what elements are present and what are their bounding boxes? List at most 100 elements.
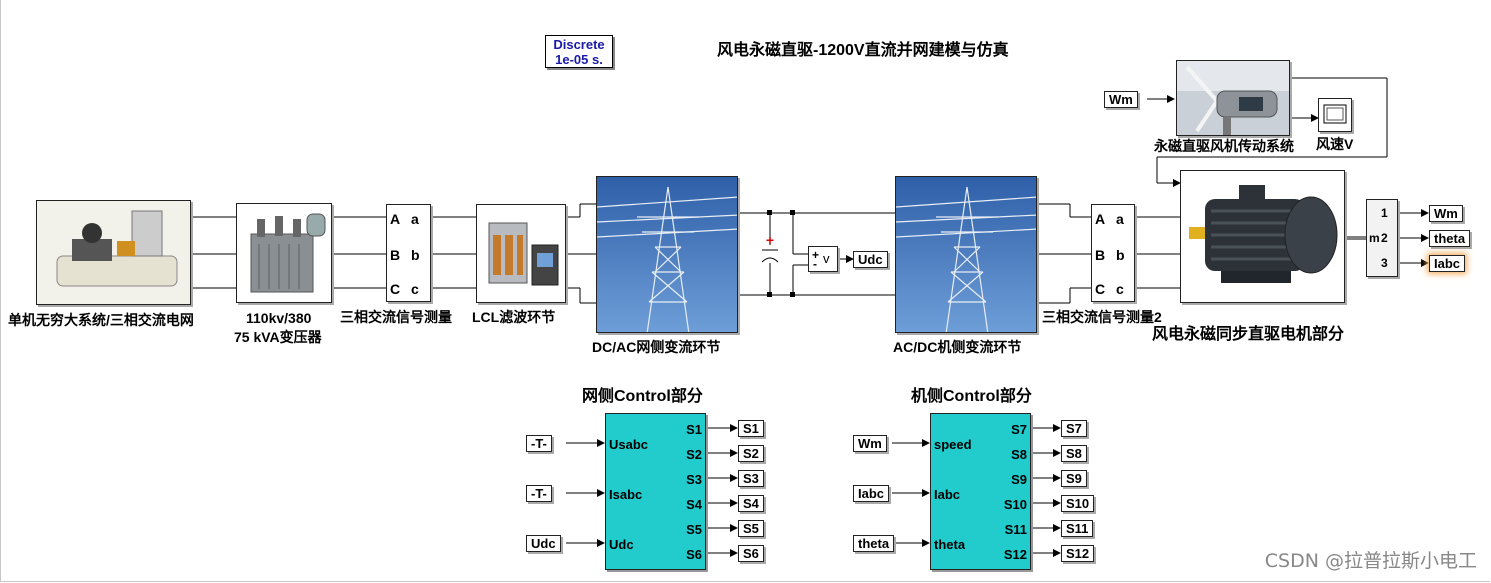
goto-tag-s12[interactable]: S12 <box>1061 545 1095 562</box>
goto-tag-s4[interactable]: S4 <box>738 495 764 512</box>
goto-tag-s9[interactable]: S9 <box>1061 470 1087 487</box>
transmission-tower-icon <box>597 177 737 332</box>
machine-control-title: 机侧Control部分 <box>911 388 1032 405</box>
mach-ctrl-out-s12: S12 <box>1003 547 1027 562</box>
from-tag-2[interactable]: -T- <box>526 485 552 502</box>
turbine-label: 永磁直驱风机传动系统 <box>1154 138 1294 154</box>
grid-ctrl-in-usabc: Usabc <box>609 437 649 452</box>
page-title: 风电永磁直驱-1200V直流并网建模与仿真 <box>717 42 1009 59</box>
goto-tag-s2[interactable]: S2 <box>738 445 764 462</box>
pmsg-generator-block[interactable] <box>1180 170 1345 303</box>
capacitor-plus: + <box>766 232 774 248</box>
meas2-out-b: b <box>1116 247 1125 263</box>
vm-v: v <box>823 251 830 266</box>
meas1-out-c: c <box>411 281 419 297</box>
goto-tag-iabc[interactable]: Iabc <box>1429 255 1466 272</box>
dcac-label: DC/AC网侧变流环节 <box>592 339 721 355</box>
from-tag-wm[interactable]: Wm <box>1104 91 1138 108</box>
from-tag-wm-2[interactable]: Wm <box>853 435 887 452</box>
goto-tag-s3[interactable]: S3 <box>738 470 764 487</box>
from-tag-1[interactable]: -T- <box>526 435 552 452</box>
meas2-label: 三相交流信号测量2 <box>1042 309 1162 325</box>
meas1-out-b: b <box>411 247 420 263</box>
goto-tag-s11[interactable]: S11 <box>1061 520 1094 537</box>
mach-ctrl-in-speed: speed <box>934 437 972 452</box>
meas1-in-a: A <box>390 211 401 227</box>
wind-speed-scope-block[interactable] <box>1318 98 1352 132</box>
acdc-label: AC/DC机侧变流环节 <box>893 339 1022 355</box>
transmission-tower-icon-2 <box>896 177 1036 332</box>
goto-tag-theta[interactable]: theta <box>1429 230 1471 247</box>
grid-ctrl-in-isabc: Isabc <box>609 487 643 502</box>
watermark: CSDN @拉普拉斯小电工 <box>1264 550 1477 572</box>
scope-icon <box>1323 104 1347 124</box>
from-tag-iabc[interactable]: Iabc <box>853 485 890 502</box>
meas2-in-a: A <box>1095 211 1106 227</box>
mach-ctrl-out-s7: S7 <box>1011 422 1027 437</box>
from-tag-udc[interactable]: Udc <box>526 535 561 552</box>
meas2-in-b: B <box>1095 247 1106 263</box>
voltmeter-block[interactable]: + - v <box>808 246 838 272</box>
meas2-out-c: c <box>1116 281 1124 297</box>
grid-ctrl-out-s4: S4 <box>686 497 702 512</box>
lcl-label: LCL滤波环节 <box>472 309 556 325</box>
demux-out-3: 3 <box>1381 256 1388 270</box>
transformer-icon <box>250 213 326 293</box>
grid-ctrl-out-s5: S5 <box>686 522 702 537</box>
grid-control-title: 网侧Control部分 <box>582 388 703 405</box>
grid-block[interactable] <box>36 200 191 305</box>
machine-control-block[interactable]: speed Iabc theta S7 S8 S9 S10 S11 S12 <box>930 413 1031 570</box>
solver-step: 1e-05 s. <box>555 52 603 67</box>
meas1-in-b: B <box>390 247 401 263</box>
goto-tag-s5[interactable]: S5 <box>738 520 764 537</box>
grid-control-block[interactable]: Usabc Isabc Udc S1 S2 S3 S4 S5 S6 <box>605 413 706 570</box>
meas2-out-a: a <box>1116 211 1124 227</box>
vm-plus: + <box>812 248 820 262</box>
machine-illustration-icon <box>56 210 178 287</box>
meas1-out-a: a <box>411 211 419 227</box>
goto-tag-wm[interactable]: Wm <box>1429 205 1463 222</box>
goto-tag-s10[interactable]: S10 <box>1061 495 1095 512</box>
transformer-rating: 110kv/380 <box>246 310 312 326</box>
vm-minus: - <box>813 257 817 271</box>
mach-ctrl-out-s9: S9 <box>1011 472 1027 487</box>
grid-ctrl-out-s1: S1 <box>686 422 702 437</box>
wind-turbine-icon <box>1177 61 1289 135</box>
lcl-filter-block[interactable] <box>476 204 566 303</box>
dcac-converter-block[interactable] <box>596 176 738 333</box>
transformer-label: 75 kVA变压器 <box>234 329 322 345</box>
electric-motor-icon <box>1189 185 1338 283</box>
demux-out-1: 1 <box>1381 206 1388 220</box>
generator-label: 风电永磁同步直驱电机部分 <box>1152 326 1345 343</box>
from-tag-theta[interactable]: theta <box>853 535 895 552</box>
grid-ctrl-in-udc: Udc <box>609 537 634 552</box>
lcl-filter-icon <box>488 222 559 286</box>
wind-turbine-block[interactable] <box>1176 60 1290 136</box>
grid-label: 单机无穷大系统/三相交流电网 <box>8 312 194 328</box>
transformer-block[interactable] <box>236 203 332 303</box>
goto-tag-s7[interactable]: S7 <box>1061 420 1087 437</box>
demux-out-2: 2 <box>1381 231 1388 245</box>
goto-tag-s1[interactable]: S1 <box>738 420 764 437</box>
goto-tag-s6[interactable]: S6 <box>738 545 764 562</box>
measurement-block-1[interactable]: A B C a b c <box>386 204 431 302</box>
scope-label: 风速V <box>1316 136 1354 152</box>
meas2-in-c: C <box>1095 281 1106 297</box>
acdc-converter-block[interactable] <box>895 176 1037 333</box>
mach-ctrl-in-iabc: Iabc <box>934 487 961 502</box>
powergui-solver-block[interactable]: Discrete 1e-05 s. <box>545 35 613 68</box>
grid-ctrl-out-s6: S6 <box>686 547 702 562</box>
mach-ctrl-out-s11: S11 <box>1004 522 1027 537</box>
bus-selector-block[interactable]: 1 m 2 3 <box>1366 199 1398 277</box>
demux-in-m: m <box>1369 231 1380 245</box>
measurement-block-2[interactable]: A B C a b c <box>1091 204 1135 302</box>
meas1-in-c: C <box>390 281 401 297</box>
goto-tag-s8[interactable]: S8 <box>1061 445 1087 462</box>
mach-ctrl-out-s8: S8 <box>1011 447 1027 462</box>
goto-tag-udc[interactable]: Udc <box>853 251 888 268</box>
grid-ctrl-out-s3: S3 <box>686 472 702 487</box>
mach-ctrl-in-theta: theta <box>934 537 966 552</box>
mach-ctrl-out-s10: S10 <box>1003 497 1027 512</box>
